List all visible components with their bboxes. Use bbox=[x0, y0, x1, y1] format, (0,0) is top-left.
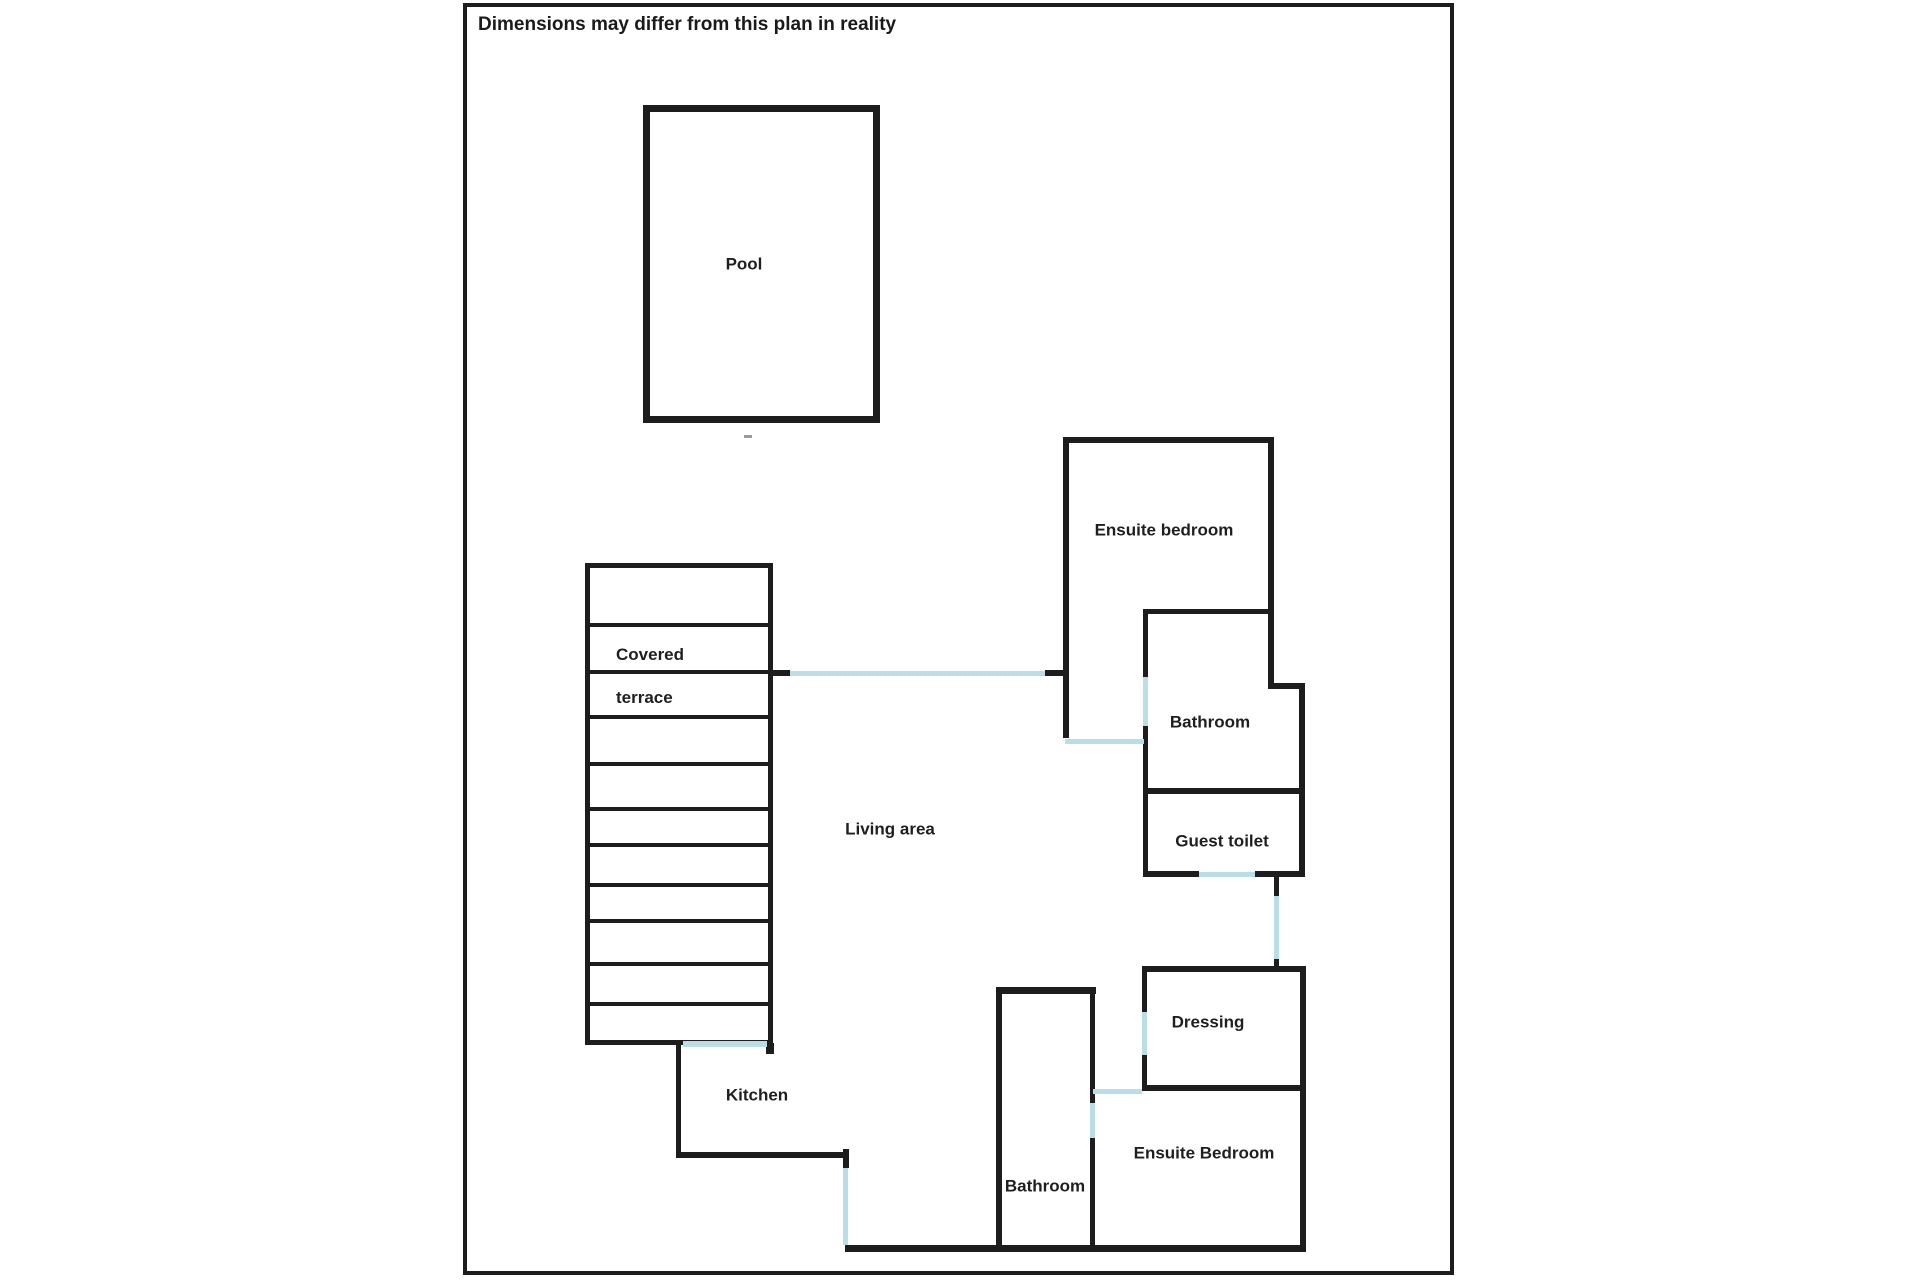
wall bbox=[1268, 437, 1274, 689]
room-label-bathroom-bottom: Bathroom bbox=[1004, 1176, 1086, 1196]
plan-border bbox=[463, 3, 1454, 1275]
wall bbox=[1063, 437, 1274, 443]
wall bbox=[676, 1044, 681, 1158]
wall bbox=[1142, 1055, 1147, 1089]
wall bbox=[996, 987, 1002, 1249]
wall bbox=[1045, 670, 1065, 676]
wall bbox=[1063, 437, 1069, 738]
terrace-slat-line bbox=[589, 1002, 769, 1006]
wall bbox=[1300, 966, 1306, 1251]
door-opening bbox=[1093, 1089, 1142, 1094]
terrace-slat-line bbox=[589, 843, 769, 847]
wall bbox=[1268, 683, 1305, 689]
terrace-slat-line bbox=[589, 762, 769, 766]
door-opening bbox=[1143, 677, 1148, 726]
room-label-bathroom-top: Bathroom bbox=[1169, 712, 1251, 732]
terrace-slat-line bbox=[589, 962, 769, 966]
room-label-guest-toilet: Guest toilet bbox=[1175, 831, 1269, 851]
room-label-ensuite-bedroom-bottom: Ensuite Bedroom bbox=[1133, 1143, 1275, 1163]
door-opening bbox=[790, 671, 1045, 676]
wall bbox=[1299, 683, 1305, 877]
terrace-slat-line bbox=[589, 623, 769, 627]
door-opening bbox=[1090, 1103, 1095, 1138]
wall bbox=[1142, 966, 1147, 1012]
wall bbox=[1143, 871, 1199, 877]
door-opening bbox=[1065, 739, 1144, 744]
wall bbox=[1142, 1085, 1306, 1091]
wall bbox=[1274, 877, 1279, 896]
terrace-slat-line bbox=[589, 715, 769, 719]
wall bbox=[1142, 966, 1306, 972]
wall bbox=[676, 1152, 849, 1158]
room-label-ensuite-bedroom-top: Ensuite bedroom bbox=[1094, 520, 1234, 540]
terrace-slat-line bbox=[589, 670, 769, 674]
wall bbox=[1144, 609, 1270, 614]
wall bbox=[1143, 726, 1148, 744]
wall bbox=[996, 987, 1096, 994]
wall bbox=[1255, 871, 1305, 877]
wall bbox=[1090, 987, 1095, 1103]
room-label-pool: Pool bbox=[725, 254, 763, 274]
terrace-slat-line bbox=[589, 919, 769, 923]
wall bbox=[1090, 1138, 1095, 1248]
wall bbox=[1143, 609, 1148, 677]
wall bbox=[1274, 959, 1279, 968]
wall bbox=[766, 1043, 774, 1054]
room-label-covered-terrace: Covered terrace bbox=[616, 645, 685, 707]
terrace-slat-line bbox=[589, 807, 769, 811]
room-label-kitchen: Kitchen bbox=[725, 1085, 789, 1105]
door-opening bbox=[1274, 896, 1279, 959]
wall bbox=[1144, 788, 1302, 794]
wall bbox=[845, 1245, 1306, 1252]
terrace-slat-line bbox=[589, 883, 769, 887]
wall bbox=[843, 1149, 849, 1168]
door-opening bbox=[1199, 872, 1255, 877]
wall bbox=[773, 670, 790, 676]
disclaimer-text: Dimensions may differ from this plan in … bbox=[478, 14, 897, 35]
door-opening bbox=[1142, 1012, 1147, 1055]
small-mark bbox=[744, 435, 752, 438]
door-opening bbox=[683, 1041, 767, 1047]
pool-outline bbox=[643, 105, 880, 423]
door-opening bbox=[843, 1168, 848, 1245]
wall bbox=[1143, 744, 1148, 875]
room-label-living-area: Living area bbox=[845, 819, 935, 839]
room-label-dressing: Dressing bbox=[1171, 1012, 1245, 1032]
